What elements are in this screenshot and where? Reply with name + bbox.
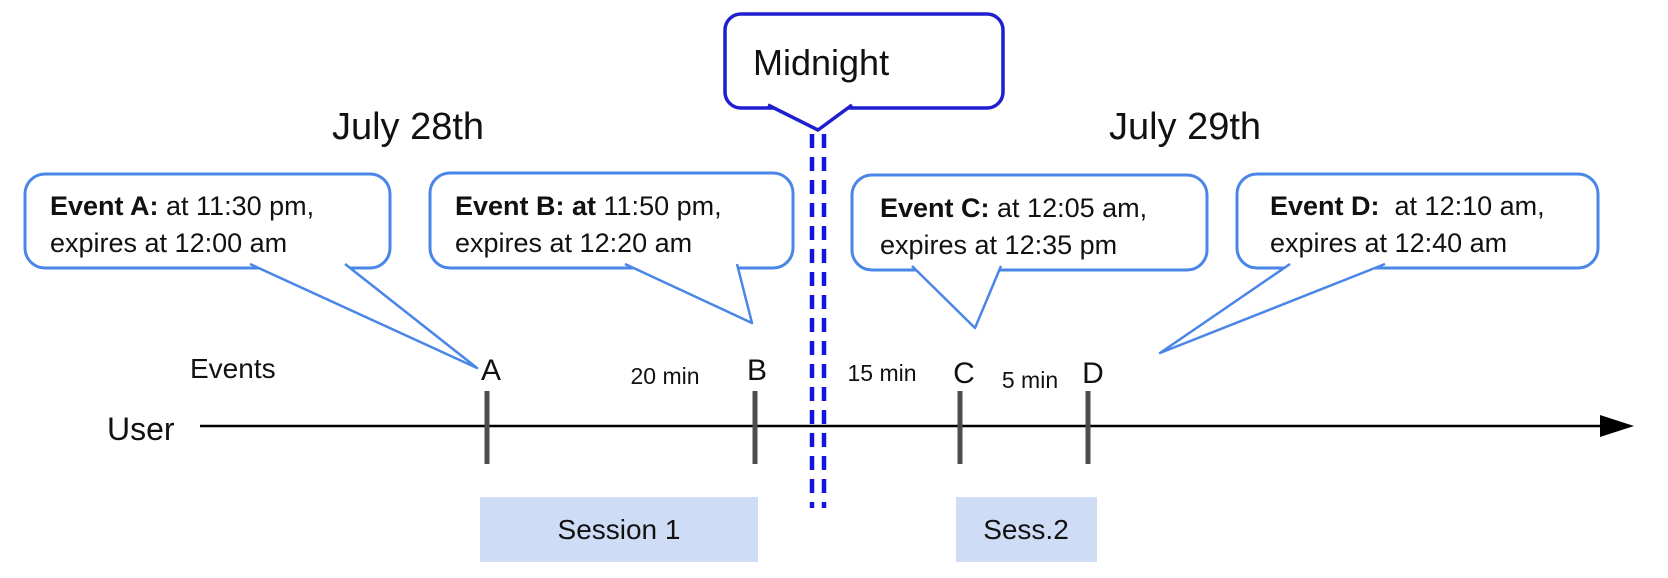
- tick-label-b: B: [747, 354, 767, 387]
- interval-label-5min: 5 min: [1002, 367, 1058, 393]
- tick-label-a: A: [481, 354, 501, 387]
- session-2-label: Sess.2: [983, 514, 1069, 545]
- event-c-line2: expires at 12:35 pm: [880, 230, 1117, 260]
- session-1: Session 1: [480, 497, 758, 562]
- date-right-label: July 29th: [1109, 106, 1261, 148]
- event-d-title: Event D:: [1270, 191, 1380, 221]
- interval-label-20min: 20 min: [630, 363, 699, 389]
- event-c-bubble: [850, 173, 1209, 272]
- session-1-label: Session 1: [558, 514, 681, 545]
- event-d-bubble-tail: [1158, 262, 1386, 355]
- tick-label-c: C: [953, 357, 975, 390]
- event-a-bubble: [23, 172, 392, 270]
- event-a-callout: Event A: at 11:30 pm, expires at 12:00 a…: [23, 172, 479, 370]
- event-d-bubble: [1235, 172, 1600, 270]
- event-d-callout: Event D: at 12:10 am, expires at 12:40 a…: [1158, 172, 1600, 355]
- midnight-bubble-tail: [767, 103, 854, 132]
- event-b-callout: Event B: at 11:50 pm, expires at 12:20 a…: [428, 171, 795, 325]
- timeline-arrowhead-icon: [1600, 415, 1634, 437]
- session-2-box: [956, 497, 1097, 562]
- event-c-line1: Event C: at 12:05 am,: [880, 193, 1147, 223]
- session-2: Sess.2: [956, 497, 1097, 562]
- session-1-box: [480, 497, 758, 562]
- event-c-callout: Event C: at 12:05 am, expires at 12:35 p…: [850, 173, 1209, 330]
- event-d-line1: Event D: at 12:10 am,: [1270, 191, 1545, 221]
- event-a-time: at 11:30 pm,: [159, 191, 315, 221]
- event-a-title: Event A:: [50, 191, 159, 221]
- event-a-line1: Event A: at 11:30 pm,: [50, 191, 314, 221]
- interval-label-15min: 15 min: [847, 360, 916, 386]
- event-b-line1: Event B: at 11:50 pm,: [455, 191, 722, 221]
- midnight-callout: Midnight: [723, 12, 1005, 132]
- event-d-line2: expires at 12:40 am: [1270, 228, 1507, 258]
- event-c-time: at 12:05 am,: [990, 193, 1148, 223]
- event-b-time: 11:50 pm,: [596, 191, 722, 221]
- event-b-bubble: [428, 171, 795, 270]
- midnight-bubble: [723, 12, 1005, 110]
- tick-label-d: D: [1082, 357, 1104, 390]
- events-axis-label: Events: [190, 353, 276, 384]
- event-c-bubble-tail: [911, 265, 1003, 330]
- event-b-line2: expires at 12:20 am: [455, 228, 692, 258]
- event-a-bubble-tail: [249, 262, 479, 370]
- event-a-line2: expires at 12:00 am: [50, 228, 287, 258]
- event-b-bubble-tail: [624, 262, 754, 325]
- midnight-label: Midnight: [753, 42, 889, 83]
- user-axis-label: User: [107, 411, 175, 447]
- date-left-label: July 28th: [332, 106, 484, 148]
- event-b-title: Event B: at: [455, 191, 596, 221]
- event-d-time: at 12:10 am,: [1380, 191, 1545, 221]
- event-c-title: Event C:: [880, 193, 990, 223]
